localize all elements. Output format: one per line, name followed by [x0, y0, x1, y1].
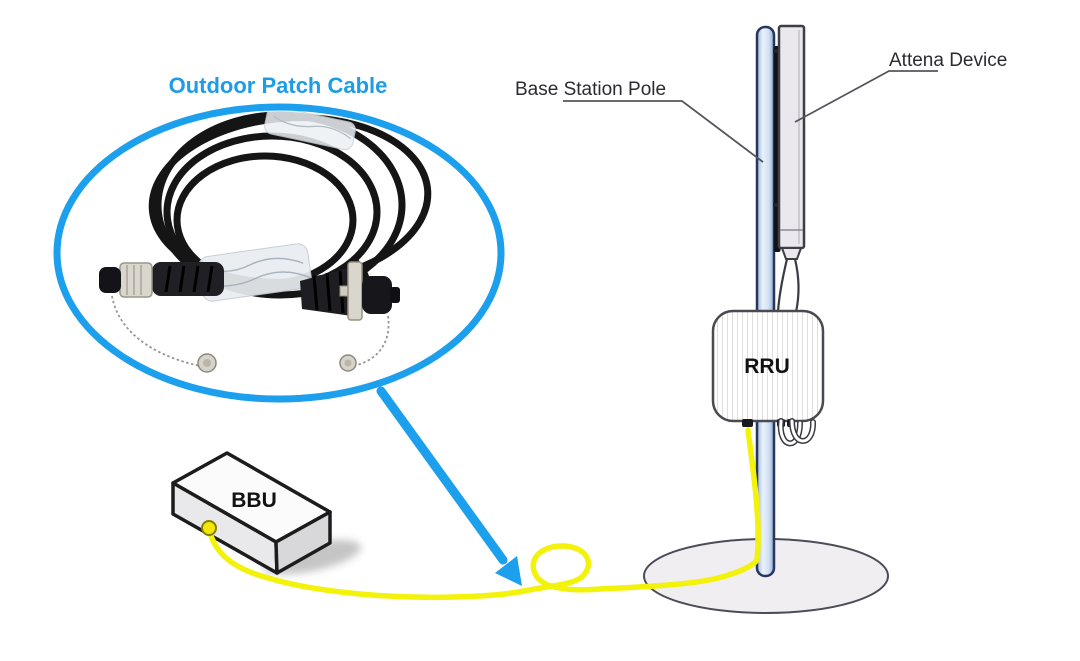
page-title: Outdoor Patch Cable [169, 73, 388, 98]
pole-callout: Base Station Pole [515, 79, 764, 163]
bbu-unit [171, 451, 332, 575]
mount-bracket-bottom [773, 203, 781, 207]
jumper-slack-loops [777, 418, 817, 447]
bbu-optical-port [201, 520, 217, 536]
antenna-callout: Attena Device [794, 50, 1007, 123]
antenna-panel [777, 24, 806, 260]
pole-callout-label: Base Station Pole [515, 79, 666, 100]
left-connector [99, 262, 224, 373]
pointer-arrow [376, 386, 522, 586]
highlight-ellipse [53, 103, 505, 403]
base-station-pole [755, 25, 776, 578]
rru-label: RRU [744, 355, 790, 378]
right-connector [300, 261, 400, 372]
patch-cable-photo [99, 105, 432, 373]
rru-unit: RRU [711, 309, 825, 423]
antenna-callout-label: Attena Device [889, 50, 1007, 71]
mount-bracket-top [773, 49, 781, 53]
antenna-jumper-cables [776, 258, 800, 313]
yellow-patch-cable [206, 427, 761, 601]
bbu-label: BBU [231, 489, 277, 512]
